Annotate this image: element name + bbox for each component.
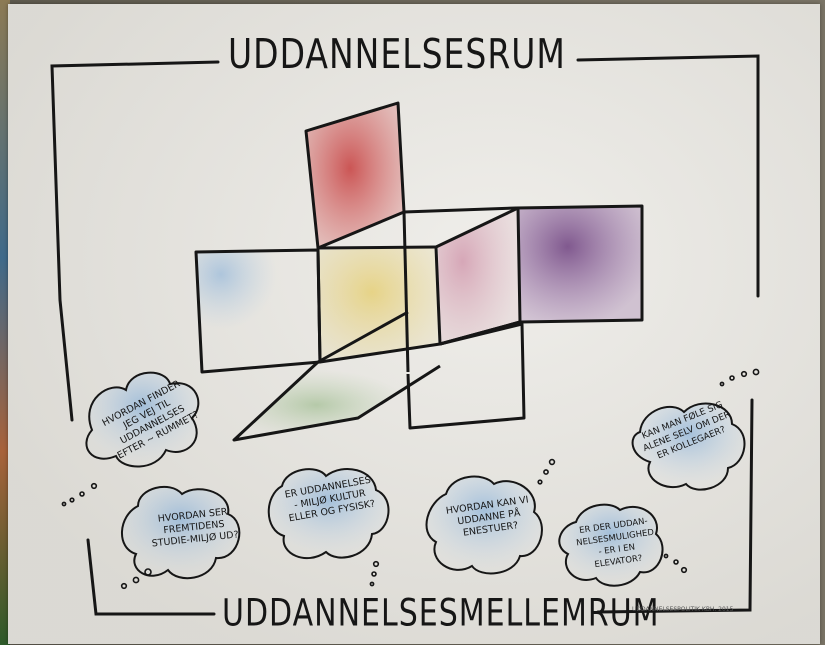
poster-title-bottom: UDDANNELSESMELLEMRUM [222,591,660,636]
panel-pink [438,208,520,342]
cloud-4 [425,475,543,575]
cloud-2 [121,485,241,579]
panel-green [234,362,440,440]
cube-net-outlines [194,101,644,442]
panel-blue [196,250,320,372]
cloud-1 [85,371,200,468]
cloud-6 [631,402,746,491]
panel-yellow [318,247,438,360]
cube-net-panels [196,103,642,440]
cloud-3 [267,467,390,560]
panel-purple [518,206,642,322]
frame-lines [50,54,760,616]
poster-credit: UDDANNELSESPOLITIK KBH. 2015 [632,606,734,613]
panel-red [306,103,404,248]
thought-clouds [85,371,746,587]
thought-bubble-dots [61,368,760,590]
poster-title-top: UDDANNELSESRUM [228,29,566,78]
background-shelf [0,0,10,645]
cloud-5 [558,503,664,587]
